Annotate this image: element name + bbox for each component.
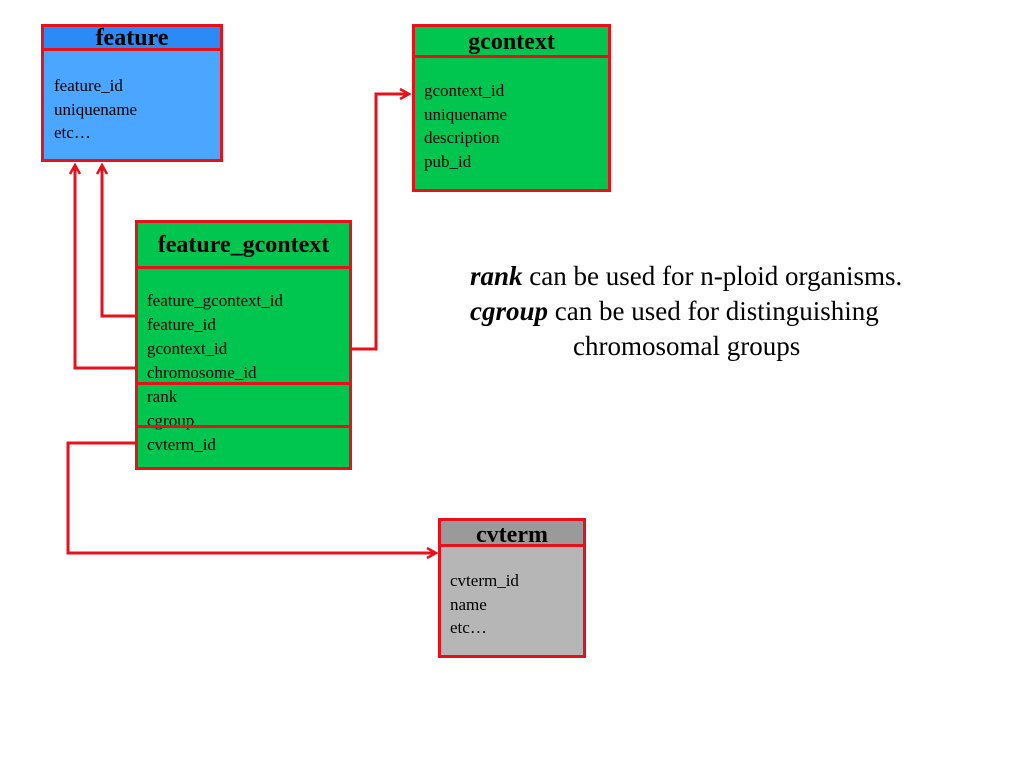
feature-gcontext-field-rank: rank (147, 387, 178, 406)
arrow-gcontext-id-to-gcontext (350, 94, 408, 351)
feature-gcontext-field: feature_id (147, 315, 216, 334)
cvterm-table: cvterm cvterm_id name etc… (438, 518, 586, 658)
feature-gcontext-field-list: feature_gcontext_id feature_id gcontext_… (138, 289, 349, 457)
cgroup-note: cgroup can be used for distinguishing (470, 294, 1024, 329)
feature-gcontext-table-title: feature_gcontext (138, 223, 349, 269)
cgroup-note-continued: chromosomal groups (573, 331, 801, 361)
feature-field: uniquename (54, 99, 138, 119)
arrow-chromosome-id-to-feature (75, 166, 137, 370)
feature-field: feature_id (54, 76, 123, 95)
cvterm-field-list: cvterm_id name etc… (441, 569, 583, 640)
feature-table-title: feature (44, 27, 220, 51)
feature-gcontext-field: feature_gcontext_id (147, 291, 283, 310)
gcontext-field-list: gcontext_id uniquename description pub_i… (415, 79, 608, 173)
rank-note: rank can be used for n-ploid organisms. (470, 259, 1024, 294)
cgroup-term: cgroup (470, 296, 549, 326)
cvterm-field: etc… (450, 618, 487, 637)
gcontext-field: gcontext_id (424, 81, 505, 100)
feature-gcontext-field: gcontext_id (147, 339, 228, 358)
feature-gcontext-field: cvterm_id (147, 435, 216, 454)
gcontext-field: pub_id (424, 151, 472, 171)
feature-gcontext-field-cgroup: cgroup (147, 411, 195, 430)
gcontext-field: uniquename (424, 104, 508, 124)
cgroup-description: can be used for distinguishing (548, 296, 879, 326)
arrow-feature-id-to-feature (102, 166, 137, 318)
feature-field: etc… (54, 123, 91, 142)
annotation-text: rank can be used for n-ploid organisms. … (470, 259, 1024, 364)
rank-term: rank (470, 261, 523, 291)
cvterm-field: cvterm_id (450, 571, 519, 590)
rank-description: can be used for n-ploid organisms. (522, 261, 903, 291)
gcontext-field: description (424, 128, 500, 147)
arrow-cvterm-id-to-cvterm (66, 441, 435, 553)
gcontext-table: gcontext gcontext_id uniquename descript… (412, 24, 611, 192)
feature-field-list: feature_id uniquename etc… (44, 74, 220, 145)
cvterm-field: name (450, 594, 487, 614)
feature-table: feature feature_id uniquename etc… (41, 24, 223, 162)
gcontext-table-title: gcontext (415, 27, 608, 58)
cvterm-table-title: cvterm (441, 521, 583, 547)
feature-gcontext-table: feature_gcontext feature_gcontext_id fea… (135, 220, 352, 470)
feature-gcontext-field: chromosome_id (147, 363, 257, 382)
